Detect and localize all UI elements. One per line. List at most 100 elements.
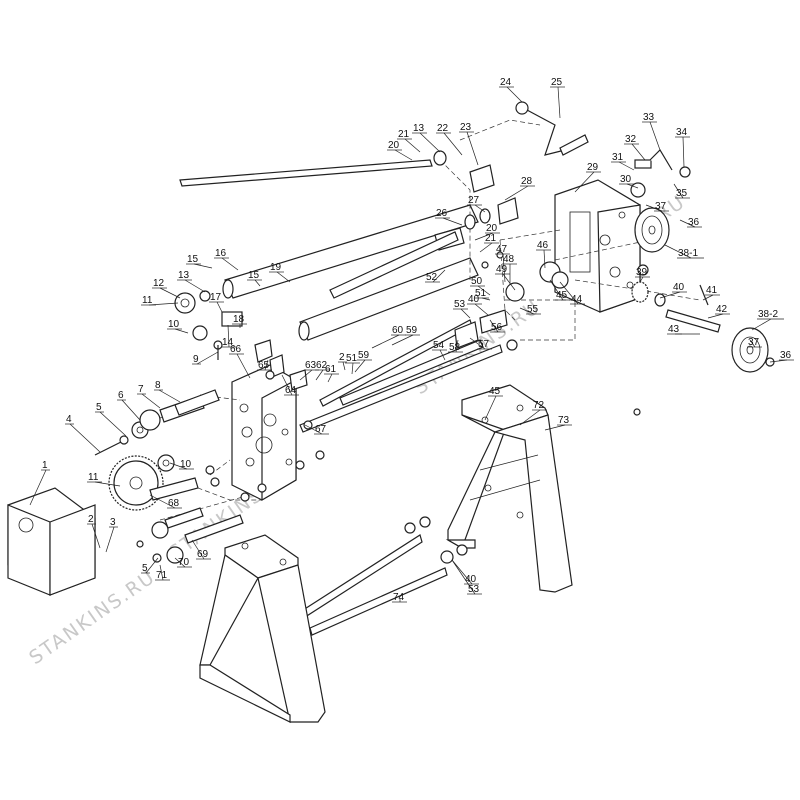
leader-line	[751, 318, 772, 331]
leader-line	[159, 287, 181, 299]
leader-line	[184, 279, 206, 293]
part-number: 11	[88, 472, 99, 483]
part-label: 46	[536, 240, 551, 269]
leader-line	[626, 183, 639, 189]
part-number: 2	[88, 514, 94, 525]
leader-line	[439, 349, 446, 361]
part-number: 24	[500, 77, 512, 88]
leader-line	[649, 121, 661, 151]
part-label: 23	[459, 122, 479, 166]
part-label: 53	[451, 559, 482, 595]
leader-line	[557, 86, 561, 119]
part-number: 63	[305, 360, 317, 371]
part-number: 28	[521, 176, 533, 187]
leader-line	[264, 359, 269, 371]
part-number: 57	[478, 339, 490, 350]
part-label: 69	[191, 539, 211, 560]
part-label: 6	[117, 390, 141, 421]
part-label: 70	[174, 557, 192, 568]
part-number: 67	[315, 424, 327, 435]
part-label: 1	[29, 460, 50, 506]
part-number: 25	[551, 77, 563, 88]
part-label: 53	[453, 299, 471, 319]
part-number: 47	[496, 244, 508, 255]
part-label: 20	[474, 223, 500, 241]
part-label: 10	[169, 459, 194, 470]
part-number: 29	[587, 162, 599, 173]
part-number: 44	[571, 294, 583, 305]
part-number: 27	[468, 195, 480, 206]
part-74-left-stand	[199, 516, 468, 723]
part-label: 36	[679, 217, 702, 228]
part-label: 48	[502, 254, 517, 285]
part-label: 26	[435, 208, 463, 226]
leader-line	[315, 369, 324, 381]
part-label: 72	[519, 400, 547, 426]
leader-line	[618, 161, 635, 171]
part-number: 2	[339, 352, 345, 363]
part-label: 21	[479, 233, 499, 253]
part-label: 49	[495, 264, 516, 291]
leader-line	[419, 132, 441, 153]
part-number: 56	[491, 322, 503, 333]
part-number: 46	[537, 240, 549, 251]
part-number: 37	[748, 337, 760, 348]
leader-line	[394, 149, 413, 161]
part-number: 60	[392, 325, 404, 336]
leader-line	[664, 244, 692, 259]
part-label: 5	[95, 402, 127, 437]
part-number: 20	[388, 140, 400, 151]
part-number: 51	[475, 288, 487, 299]
part-number: 33	[643, 112, 655, 123]
part-number: 35	[676, 188, 688, 199]
part-number: 30	[620, 174, 632, 185]
leader-line	[489, 319, 499, 333]
part-number: 34	[676, 127, 688, 138]
part-number: 73	[558, 415, 570, 426]
leader-line	[574, 171, 595, 193]
part-label: 18	[232, 314, 247, 328]
leader-line	[304, 424, 323, 435]
part-label: 39	[635, 267, 650, 283]
part-label: 43	[667, 324, 700, 335]
right-side-parts	[433, 101, 775, 373]
part-label: 11	[141, 295, 179, 306]
part-number: 13	[178, 270, 190, 281]
part-label: 71	[155, 564, 170, 581]
leader-line	[191, 539, 205, 560]
part-label: 29	[574, 162, 601, 193]
part-label: 65	[257, 359, 272, 371]
part-label: 44	[559, 281, 585, 305]
part-number: 21	[485, 233, 497, 244]
part-label: 45	[484, 386, 503, 421]
leader-line	[639, 276, 644, 283]
part-label: 2	[87, 514, 101, 549]
part-number: 40	[468, 294, 480, 305]
part-number: 40	[465, 574, 477, 585]
part-number: 18	[233, 314, 245, 325]
leader-line	[519, 409, 541, 426]
part-number: 66	[230, 344, 242, 355]
part-label: 8	[154, 380, 181, 403]
leader-line	[227, 324, 230, 348]
part-label: 15	[247, 270, 262, 287]
part-number: 6	[118, 390, 124, 401]
part-label: 13	[177, 270, 206, 293]
part-label: 4	[65, 414, 101, 453]
part-number: 48	[503, 254, 515, 265]
part-number: 40	[673, 282, 685, 293]
part-number: 49	[496, 264, 508, 275]
leader-line	[99, 411, 127, 437]
part-label: 54	[432, 340, 447, 361]
part-label: 30	[619, 174, 639, 189]
part-number: 36	[688, 217, 700, 228]
part-66-left-plate	[231, 364, 297, 502]
leader-line	[145, 557, 159, 574]
part-number: 22	[437, 123, 449, 134]
part-label: 38-2	[751, 309, 784, 331]
part-label: 13	[412, 123, 441, 153]
part-number: 14	[222, 337, 234, 348]
part-label: 37	[645, 201, 669, 212]
